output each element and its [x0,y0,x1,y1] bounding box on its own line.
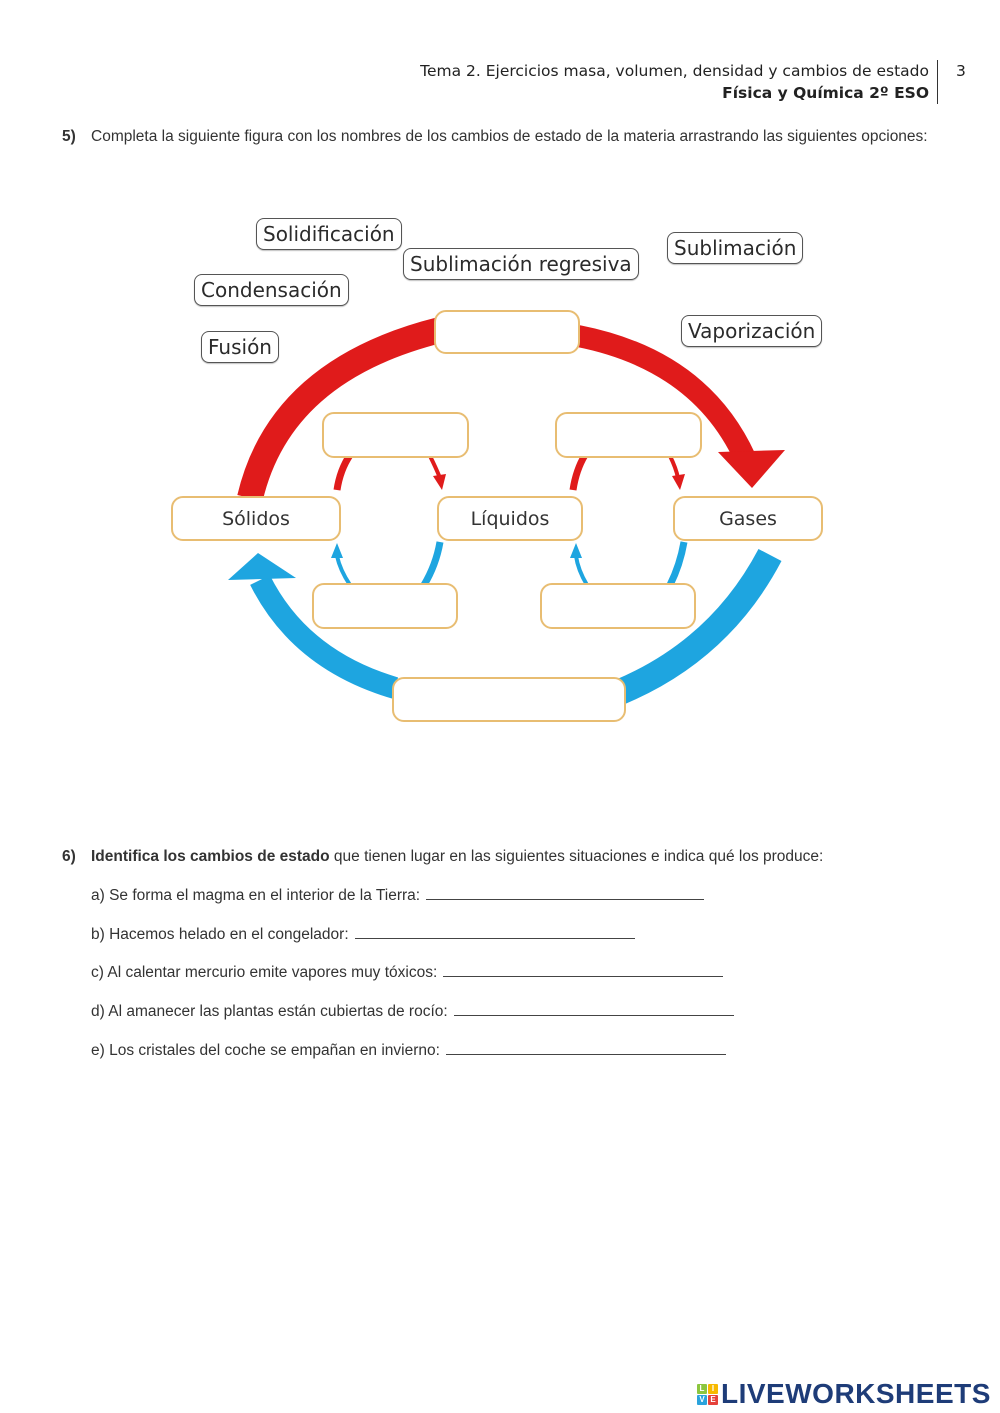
cooling-arc-right [614,548,782,704]
arrow-head-blue-big [228,553,296,580]
answer-field-e[interactable] [445,1040,726,1055]
question-text: Completa la siguiente figura con los nom… [91,128,928,145]
drop-zone-bottom[interactable] [392,677,626,722]
option-condensacion[interactable]: Condensación [194,274,349,306]
question-6-item-e: e) Los cristales del coche se empañan en… [91,1040,726,1060]
drop-zone-liquid-gas-top[interactable] [555,412,702,458]
question-6-item-a: a) Se forma el magma en el interior de l… [91,885,705,905]
page-header: Tema 2. Ejercicios masa, volumen, densid… [420,60,938,104]
drop-zone-solid-liquid-top[interactable] [322,412,469,458]
item-label: e) Los cristales del coche se empañan en… [91,1042,440,1059]
drop-zone-solid-liquid-bottom[interactable] [312,583,458,629]
arrow-head-red-big [718,450,785,488]
question-6-item-c: c) Al calentar mercurio emite vapores mu… [91,962,724,982]
state-liquids: Líquidos [437,496,583,541]
option-fusion[interactable]: Fusión [201,331,279,363]
question-number: 5) [62,128,76,145]
option-vaporizacion[interactable]: Vaporización [681,315,823,347]
option-sublimacion-regresiva[interactable]: Sublimación regresiva [403,248,639,280]
drop-zone-liquid-gas-bottom[interactable] [540,583,696,629]
state-solids: Sólidos [171,496,341,541]
cooling-arc-left [250,574,399,699]
answer-field-d[interactable] [453,1001,734,1016]
states-of-matter-diagram [228,317,785,704]
question-6-item-b: b) Hacemos helado en el congelador: [91,924,635,944]
question-6-item-d: d) Al amanecer las plantas están cubiert… [91,1001,734,1021]
item-label: c) Al calentar mercurio emite vapores mu… [91,964,438,981]
question-text: que tienen lugar en las siguientes situa… [329,848,824,865]
header-subtitle: Física y Química 2º ESO [722,84,929,102]
answer-field-a[interactable] [426,885,705,900]
header-title: Tema 2. Ejercicios masa, volumen, densid… [420,62,929,80]
option-sublimacion[interactable]: Sublimación [667,232,804,264]
liveworksheets-logo: L I V E LIVEWORKSHEETS [697,1378,991,1410]
page-number: 3 [956,62,966,80]
option-solidificacion[interactable]: Solidificación [256,218,402,250]
question-5: 5) Completa la siguiente figura con los n… [62,126,939,147]
drop-zone-top[interactable] [434,310,580,354]
heating-arc-left [237,317,444,502]
answer-field-c[interactable] [443,962,724,977]
item-label: b) Hacemos helado en el congelador: [91,926,349,943]
item-label: d) Al amanecer las plantas están cubiert… [91,1003,448,1020]
question-6: 6) Identifica los cambios de estado que t… [62,846,939,867]
state-gases: Gases [673,496,823,541]
question-bold-text: Identifica los cambios de estado [91,848,330,865]
logo-text: LIVEWORKSHEETS [721,1378,991,1409]
item-label: a) Se forma el magma en el interior de l… [91,887,421,904]
answer-field-b[interactable] [354,924,635,939]
question-number: 6) [62,848,76,865]
heating-arc-right [575,325,755,463]
logo-icon: L I V E [697,1383,718,1405]
